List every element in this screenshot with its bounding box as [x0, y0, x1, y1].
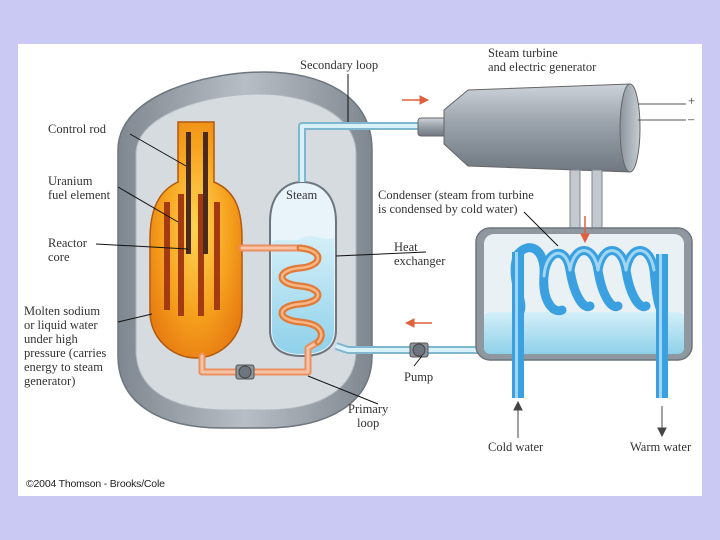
label-heat-exchanger: Heat exchanger — [394, 240, 446, 268]
primary-loop-pipe-light — [200, 246, 320, 374]
cold-water-pipe — [512, 252, 524, 398]
fuel-element-4 — [214, 202, 220, 310]
label-condenser: Condenser (steam from turbine is condens… — [378, 188, 534, 216]
label-secondary-loop: Secondary loop — [300, 58, 379, 72]
label-plus: + — [688, 94, 696, 108]
diagram-panel: Control rod Uranium fuel element Reactor… — [18, 44, 702, 496]
label-steam: Steam — [286, 188, 318, 202]
label-control-rod: Control rod — [48, 122, 106, 136]
flow-arrow-left — [404, 318, 432, 328]
control-rod-2 — [203, 132, 208, 254]
steam-turbine — [417, 83, 686, 173]
label-molten-sodium: Molten sodium or liquid water under high… — [24, 304, 107, 388]
warm-water-arrow — [657, 406, 667, 438]
label-pump: Pump — [404, 370, 434, 384]
turbine-exhaust-duct — [569, 169, 603, 231]
label-steam-turbine: Steam turbine and electric generator — [488, 46, 597, 74]
label-reactor-core: Reactor core — [48, 236, 87, 264]
warm-water-pipe — [656, 254, 668, 398]
condenser-tank — [475, 227, 693, 361]
reactor-diagram — [95, 71, 693, 438]
label-cold-water: Cold water — [488, 440, 544, 454]
secondary-pump — [409, 342, 429, 358]
cold-water-arrow — [513, 400, 523, 438]
label-warm-water: Warm water — [630, 440, 692, 454]
label-minus: – — [688, 112, 695, 126]
leader-lines — [95, 74, 559, 405]
fuel-element-1 — [164, 202, 170, 310]
copyright-notice: ©2004 Thomson - Brooks/Cole — [26, 478, 165, 490]
primary-pump — [235, 364, 255, 380]
label-uranium-fuel-element: Uranium fuel element — [48, 174, 111, 202]
fuel-element-3 — [198, 194, 204, 316]
flow-arrow-down — [580, 216, 590, 244]
fuel-element-2 — [178, 194, 184, 316]
label-primary-loop: Primary loop — [348, 402, 389, 430]
control-rod-1 — [186, 132, 191, 254]
flow-arrow-right — [402, 95, 430, 105]
